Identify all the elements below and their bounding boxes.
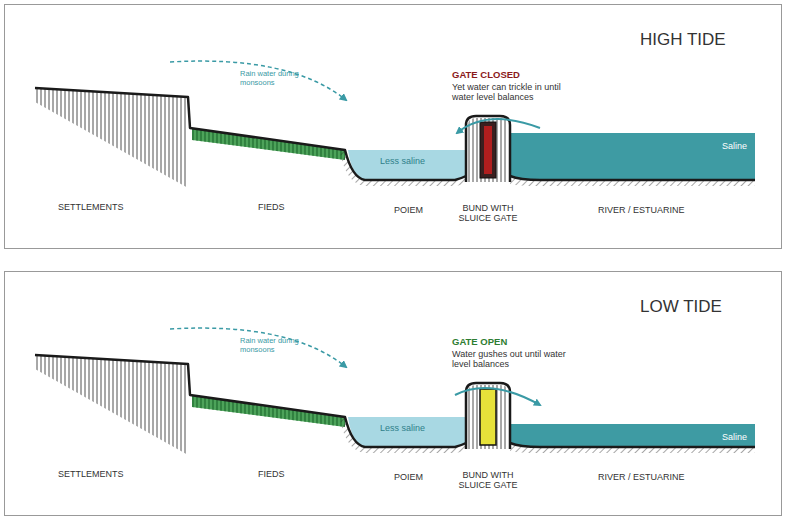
water-label: Less saline [380, 423, 450, 433]
zone-label: BUND WITH SLUICE GATE [453, 470, 523, 491]
zone-label: RIVER / ESTUARINE [598, 205, 728, 215]
gate-note: Yet water can trickle in until water lev… [452, 82, 584, 103]
gate-state: GATE OPEN [452, 337, 582, 348]
zone-label: BUND WITH SLUICE GATE [453, 203, 523, 224]
zone-label: POIEM [394, 205, 444, 215]
gate-note: Water gushes out until water level balan… [452, 349, 584, 370]
zone-label: SETTLEMENTS [58, 202, 158, 212]
zone-label: SETTLEMENTS [58, 469, 158, 479]
panel-title: HIGH TIDE [640, 30, 770, 50]
water-label: Saline [722, 432, 772, 442]
panel-title: LOW TIDE [640, 297, 770, 317]
gate-state: GATE CLOSED [452, 70, 582, 81]
rain-label: Rain water during monsoons [240, 70, 302, 87]
water-label: Less saline [380, 156, 450, 166]
zone-label: FIEDS [258, 202, 318, 212]
zone-label: RIVER / ESTUARINE [598, 472, 728, 482]
zone-label: FIEDS [258, 469, 318, 479]
water-label: Saline [722, 141, 772, 151]
zone-label: POIEM [394, 472, 444, 482]
rain-label: Rain water during monsoons [240, 337, 302, 354]
